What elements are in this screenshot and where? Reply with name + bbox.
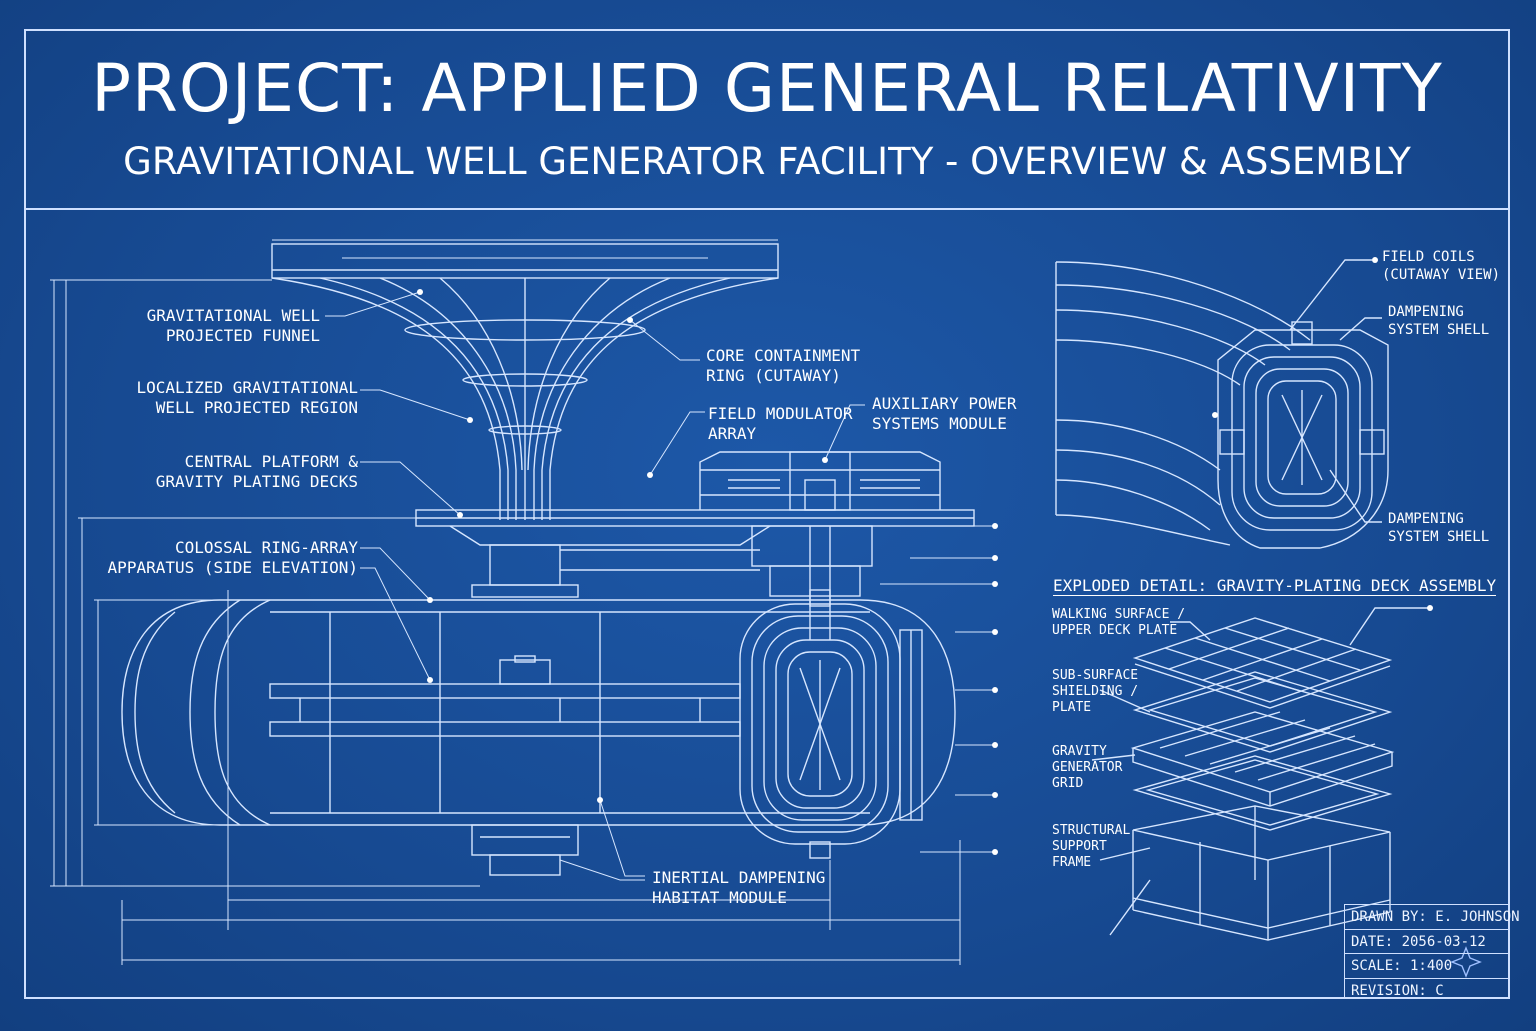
ring-array-apparatus <box>121 599 956 876</box>
exploded-dots <box>1212 257 1433 611</box>
label-generator-grid: GRAVITY GENERATOR GRID <box>1052 744 1123 791</box>
label-shielding-plate: SUB-SURFACE SHIELDING / PLATE <box>1052 668 1139 715</box>
label-aux-power: AUXILIARY POWER SYSTEMS MODULE <box>872 394 1017 433</box>
leader-lines <box>325 291 865 881</box>
label-support-frame: STRUCTURAL SUPPORT FRAME <box>1052 823 1131 870</box>
label-habitat-module: INERTIAL DAMPENING HABITAT MODULE <box>652 868 826 907</box>
sheet-border <box>24 29 1510 999</box>
title-block-date: DATE: 2056-03-12 <box>1345 930 1510 954</box>
label-central-platform: CENTRAL PLATFORM & GRAVITY PLATING DECKS <box>155 452 358 491</box>
label-projected-region: LOCALIZED GRAVITATIONAL WELL PROJECTED R… <box>136 378 358 417</box>
title-divider <box>24 208 1510 210</box>
title-block-drawn-by: DRAWN BY: E. JOHNSON <box>1345 905 1520 930</box>
page-title: PROJECT: APPLIED GENERAL RELATIVITY <box>91 50 1443 127</box>
north-star-icon <box>1450 946 1482 978</box>
label-field-modulator: FIELD MODULATOR ARRAY <box>708 404 853 443</box>
label-field-coils: FIELD COILS (CUTAWAY VIEW) <box>1382 249 1501 283</box>
field-coil-cutaway <box>1055 259 1389 549</box>
label-core-ring: CORE CONTAINMENT RING (CUTAWAY) <box>706 346 861 385</box>
aux-power-module <box>699 451 941 640</box>
label-dampening-shell-top: DAMPENING SYSTEM SHELL <box>1388 304 1490 338</box>
title-block-revision: REVISION: C <box>1351 982 1444 999</box>
title-block-scale: SCALE: 1:400 <box>1345 954 1510 979</box>
label-ring-array: COLOSSAL RING-ARRAY APPARATUS (SIDE ELEV… <box>107 538 358 577</box>
label-dampening-shell-bottom: DAMPENING SYSTEM SHELL <box>1388 511 1490 545</box>
leader-dots <box>417 289 998 855</box>
gravitational-funnel <box>271 239 779 520</box>
exploded-deck-assembly <box>1091 607 1430 941</box>
label-funnel: GRAVITATIONAL WELL PROJECTED FUNNEL <box>146 306 320 345</box>
label-walking-surface: WALKING SURFACE / UPPER DECK PLATE <box>1052 607 1186 638</box>
core-containment-ring <box>739 589 923 859</box>
title-block: DRAWN BY: E. JOHNSON DATE: 2056-03-12 SC… <box>1344 904 1520 999</box>
exploded-detail-heading: EXPLODED DETAIL: GRAVITY-PLATING DECK AS… <box>1053 576 1497 596</box>
dimension-lines <box>50 279 995 965</box>
page-subtitle: GRAVITATIONAL WELL GENERATOR FACILITY - … <box>123 140 1411 183</box>
